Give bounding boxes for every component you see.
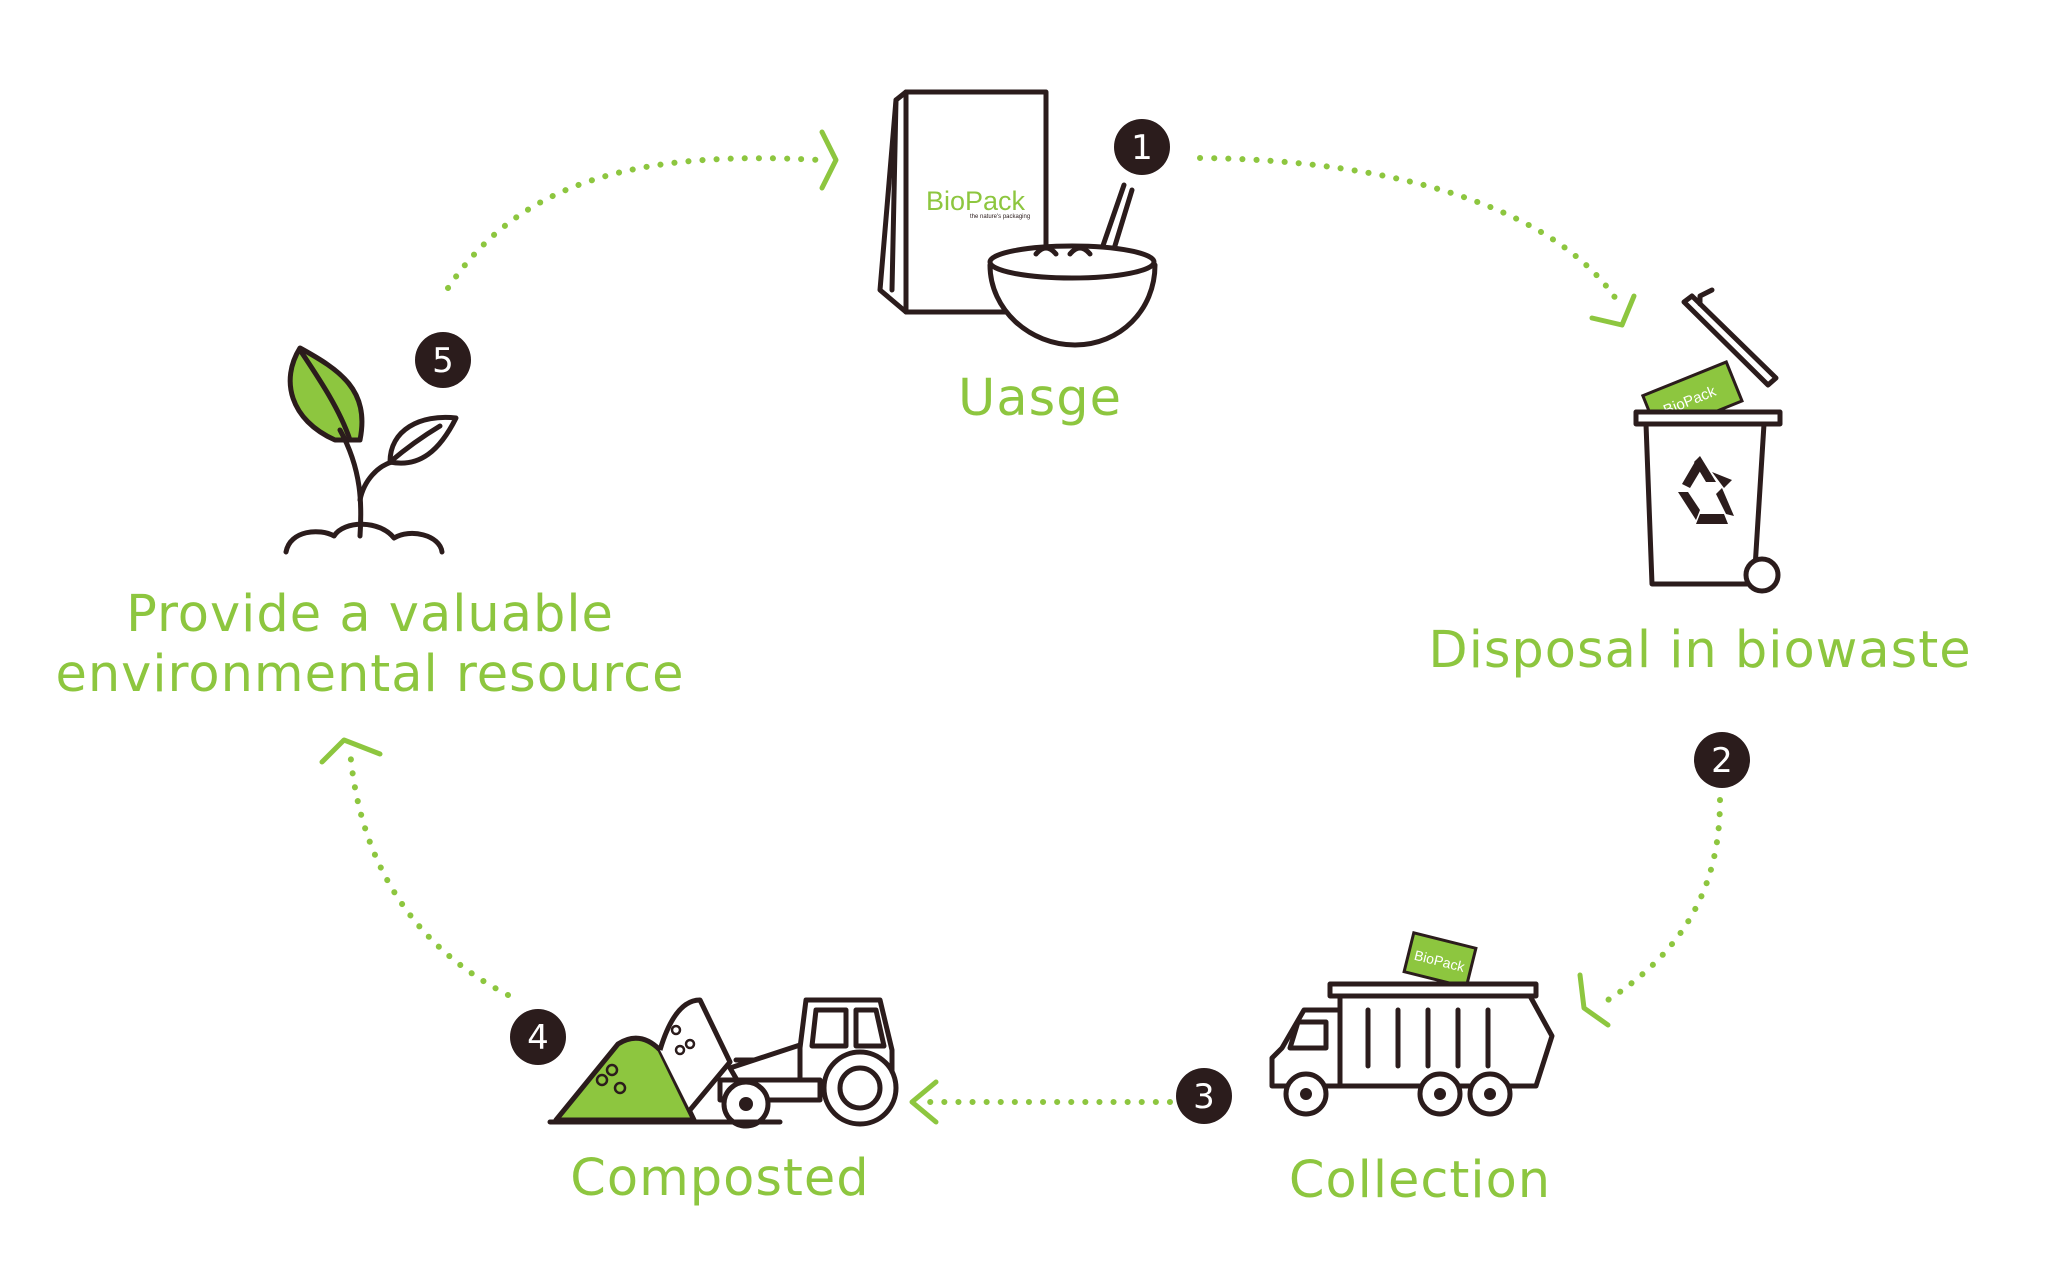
step-label-disposal: Disposal in biowaste bbox=[1428, 621, 1972, 680]
svg-text:2: 2 bbox=[1711, 741, 1733, 781]
svg-text:4: 4 bbox=[527, 1018, 549, 1058]
svg-text:3: 3 bbox=[1193, 1077, 1215, 1117]
step-badge-1: 1 bbox=[1114, 119, 1170, 175]
step-label-resource-line2: environmental resource bbox=[55, 645, 685, 704]
step-badge-2: 2 bbox=[1694, 732, 1750, 788]
step-badge-5: 5 bbox=[415, 332, 471, 388]
arrow-usage-to-disposal bbox=[1197, 155, 1637, 328]
tractor-compost-icon bbox=[547, 997, 899, 1129]
arrow-collection-to-composted bbox=[909, 1079, 1173, 1125]
bag-logo-tagline: the nature's packaging bbox=[970, 214, 1030, 220]
arrow-composted-to-sprout bbox=[319, 737, 511, 998]
step-label-collection: Collection bbox=[1288, 1151, 1552, 1210]
step-label-usage: Uasge bbox=[958, 369, 1122, 428]
svg-text:1: 1 bbox=[1131, 128, 1153, 168]
svg-text:5: 5 bbox=[432, 341, 454, 381]
sprout-icon bbox=[283, 345, 459, 555]
recycling-bin-icon: BioPack bbox=[1633, 287, 1783, 594]
step-badge-4: 4 bbox=[510, 1009, 566, 1065]
step-label-resource: Provide a valuable environmental resourc… bbox=[40, 585, 700, 705]
bag-and-bowl-icon: BioPack the nature's packaging bbox=[877, 89, 1158, 348]
step-label-composted: Composted bbox=[570, 1149, 870, 1208]
step-label-resource-line1: Provide a valuable bbox=[126, 585, 614, 644]
garbage-truck-icon: BioPack bbox=[1269, 931, 1555, 1117]
bag-logo: BioPack bbox=[926, 186, 1026, 216]
step-badge-3: 3 bbox=[1176, 1068, 1232, 1124]
arrow-disposal-to-collection bbox=[1577, 797, 1723, 1028]
arrow-sprout-to-usage bbox=[445, 129, 839, 291]
